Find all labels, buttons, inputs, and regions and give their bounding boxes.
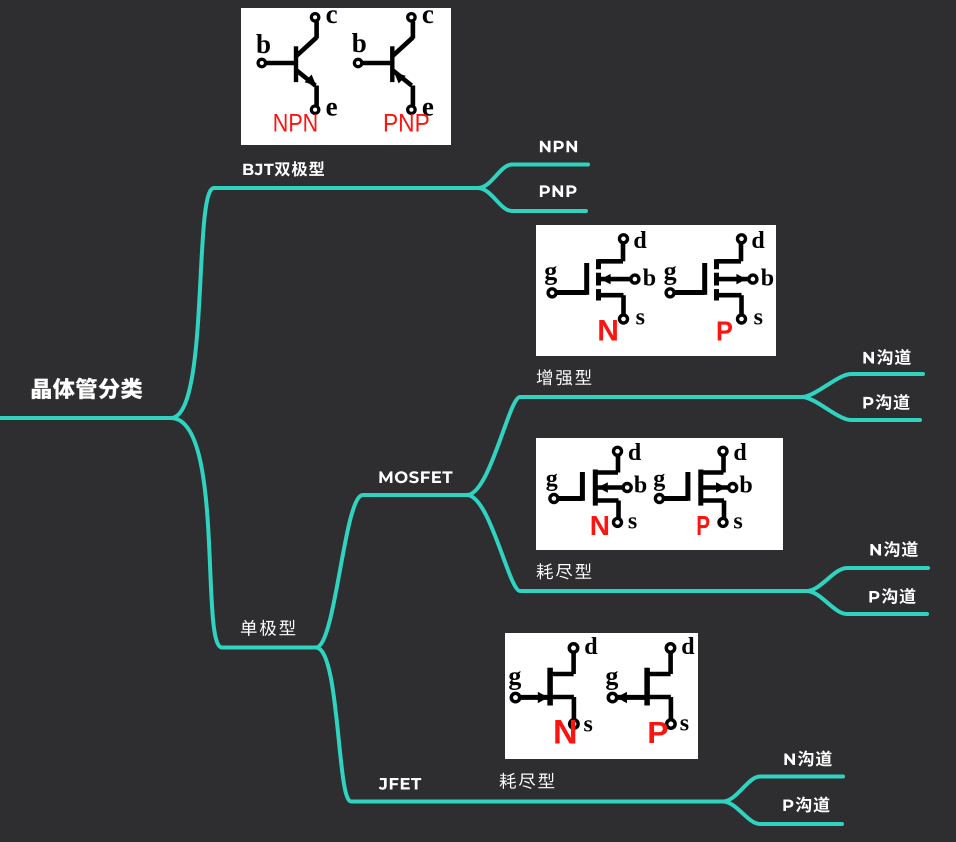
svg-text:N: N [553,714,578,752]
svg-text:g: g [508,662,521,691]
svg-text:g: g [605,662,618,691]
svg-text:d: d [681,634,695,660]
svg-text:b: b [643,265,656,291]
svg-text:NPN: NPN [273,109,318,137]
svg-text:d: d [633,228,647,254]
svg-text:PNP: PNP [383,110,430,138]
svg-text:e: e [326,92,338,122]
svg-text:b: b [634,472,647,498]
svg-text:g: g [664,257,677,286]
svg-text:s: s [584,712,593,738]
svg-text:b: b [739,472,752,498]
svg-text:e: e [422,92,434,122]
svg-text:s: s [733,508,742,534]
svg-text:P: P [716,315,733,346]
svg-text:d: d [628,440,642,466]
svg-text:g: g [653,466,665,492]
svg-text:c: c [326,0,338,29]
svg-text:b: b [256,29,271,59]
svg-text:c: c [422,0,434,29]
svg-text:g: g [544,257,557,286]
svg-text:N: N [597,314,619,347]
svg-text:b: b [761,265,774,291]
svg-text:s: s [754,305,763,331]
svg-text:s: s [680,711,689,737]
svg-text:b: b [352,28,367,58]
svg-text:d: d [584,634,598,660]
svg-text:P: P [696,511,710,542]
svg-text:d: d [751,228,765,254]
svg-text:s: s [628,508,637,534]
svg-text:P: P [647,716,668,750]
svg-text:d: d [733,440,747,466]
svg-text:g: g [546,466,558,492]
svg-text:N: N [590,510,610,541]
svg-text:s: s [636,305,645,331]
